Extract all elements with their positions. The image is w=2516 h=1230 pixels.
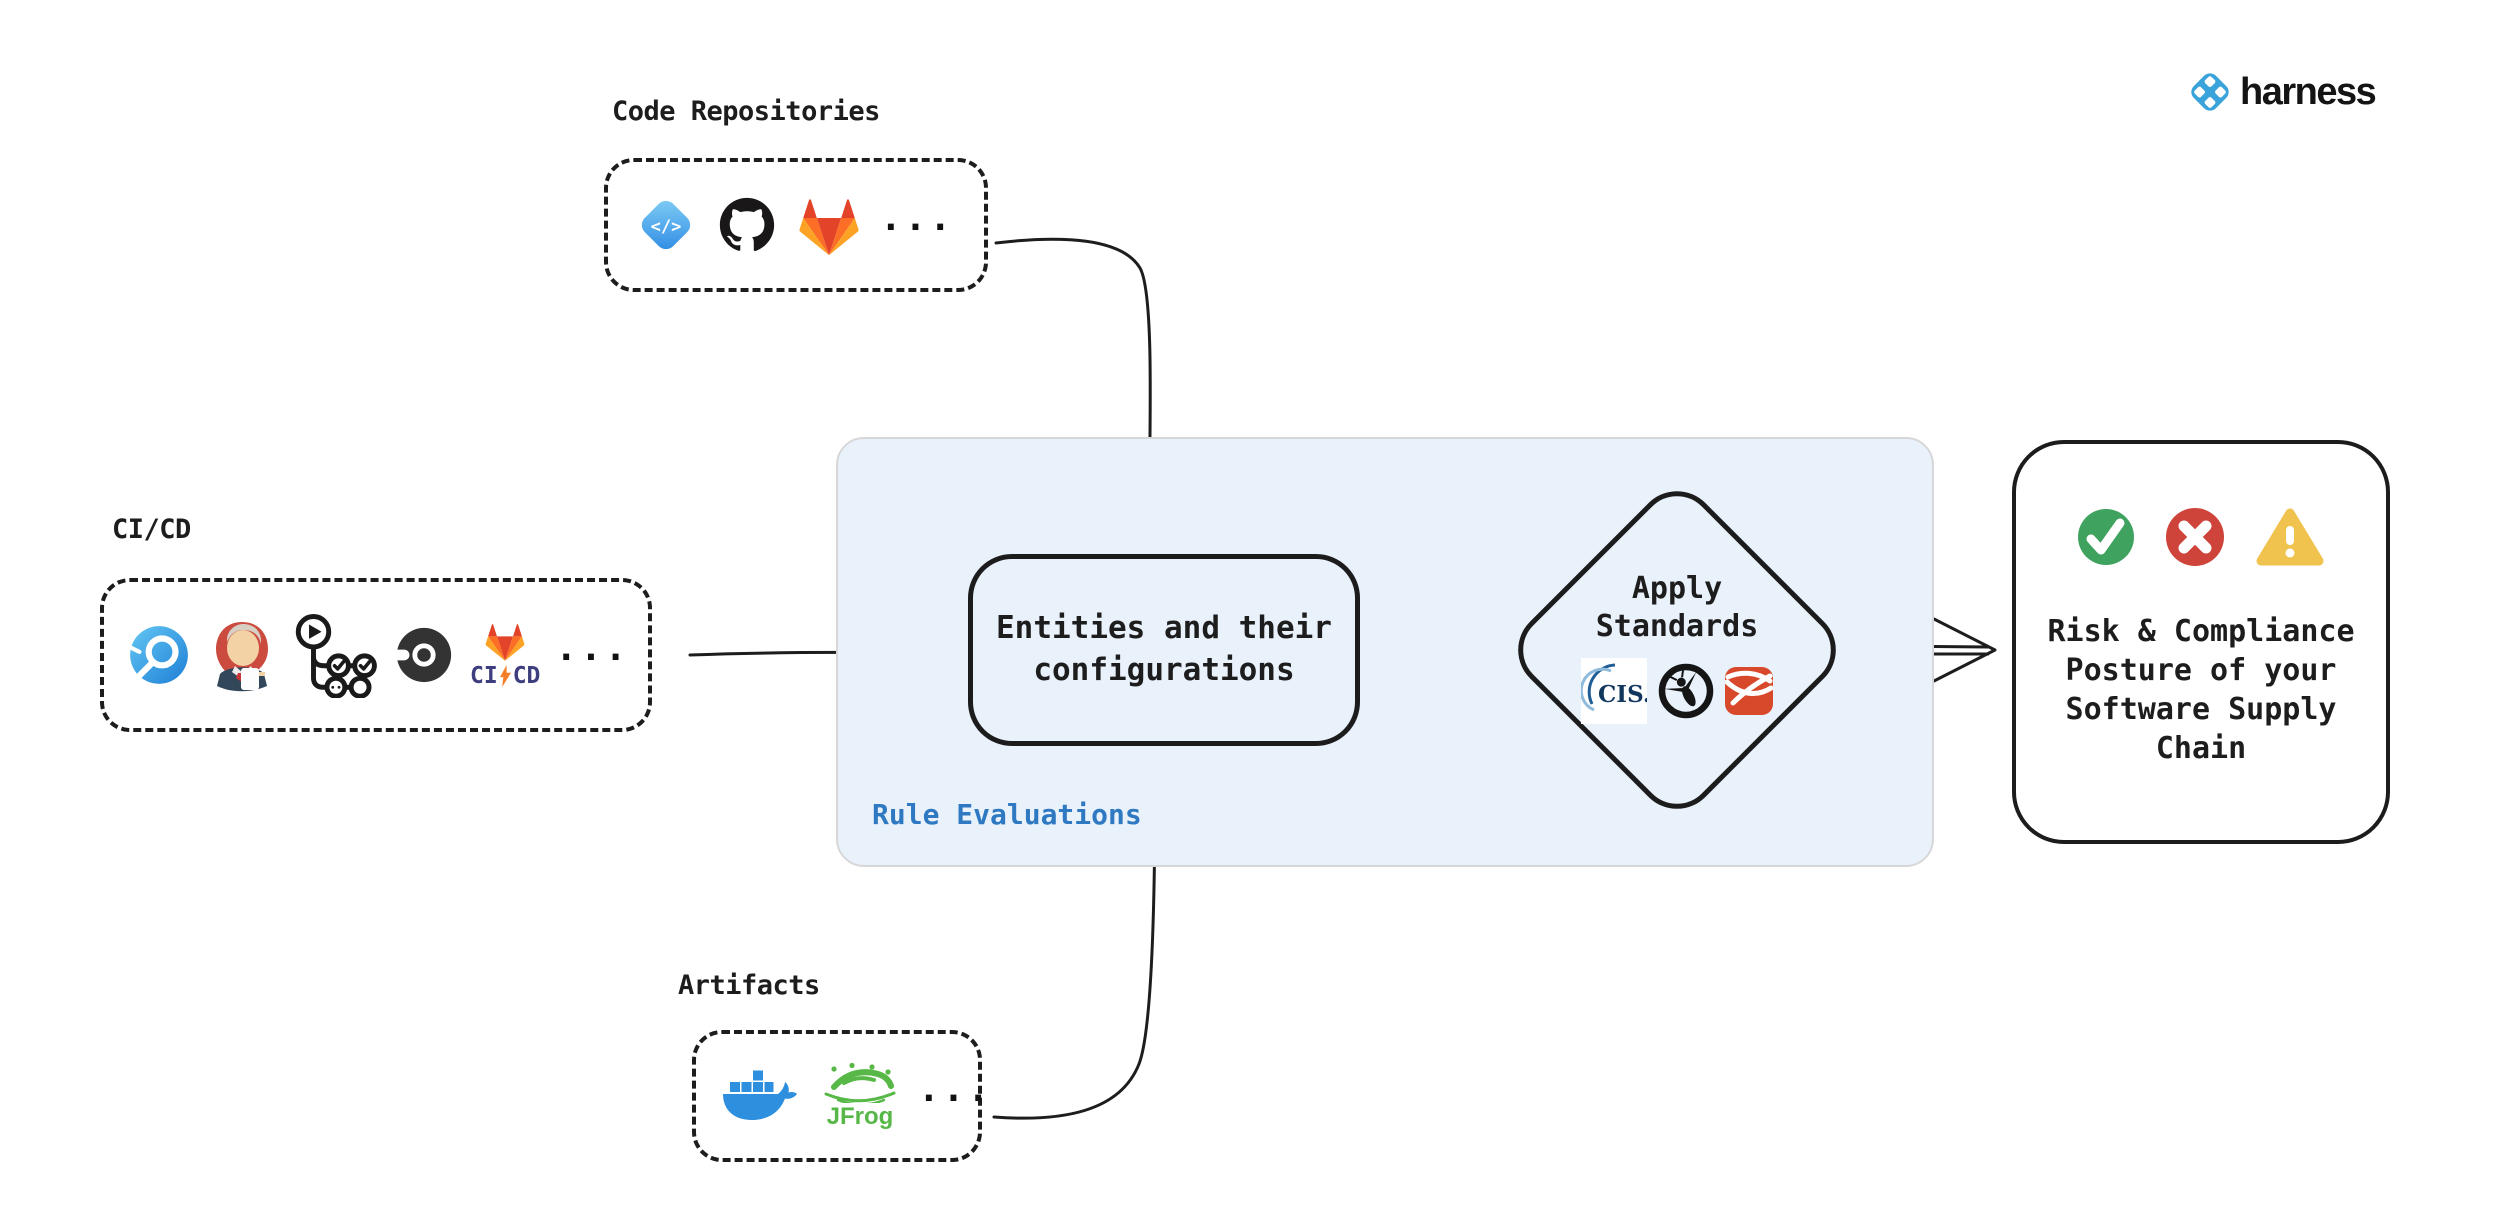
cicd-box: CI CD ...	[100, 578, 652, 732]
harness-ci-icon	[129, 626, 188, 684]
jfrog-wordmark: JFrog	[827, 1103, 894, 1129]
rule-evaluations-label: Rule Evaluations	[872, 798, 1142, 831]
cicd-cd-text: CD	[512, 663, 541, 689]
harness-mark-icon	[2191, 73, 2229, 111]
apply-standards-label: Apply Standards	[1595, 571, 1759, 644]
red-standard-icon	[1725, 667, 1773, 715]
harness-logo: harness	[2186, 68, 2377, 116]
harness-code-icon: </>	[641, 200, 691, 250]
gitlab-tanuki-icon	[485, 624, 525, 661]
entities-node: Entities and their configurations	[968, 554, 1360, 746]
circleci-icon	[393, 627, 452, 683]
cis-text: CIS.	[1598, 681, 1647, 708]
code-repositories-label: Code Repositories	[612, 96, 880, 127]
gitlab-icon	[799, 199, 859, 256]
more-artifacts-ellipsis: ...	[918, 1069, 993, 1110]
github-actions-icon	[295, 614, 377, 698]
lightning-icon	[499, 665, 511, 687]
harness-wordmark: harness	[2240, 70, 2377, 113]
more-cicd-ellipsis: ...	[555, 628, 630, 669]
cicd-icons: CI CD ...	[126, 612, 629, 698]
artifacts-label: Artifacts	[678, 970, 820, 1001]
code-glyph: </>	[651, 217, 682, 237]
docker-icon	[723, 1070, 797, 1120]
owasp-icon	[1658, 663, 1714, 719]
rule-evaluations-container	[836, 437, 1934, 867]
artifacts-box: JFrog ...	[692, 1030, 989, 1162]
github-icon	[719, 197, 775, 252]
outcome-status-icons	[2077, 506, 2325, 568]
jfrog-icon: JFrog	[816, 1063, 904, 1129]
apply-standards-icons: CIS.	[1527, 658, 1827, 724]
jfrog-splash-icon	[824, 1063, 896, 1103]
gitlab-cicd-icon: CI CD	[470, 621, 540, 689]
jfrog-text: JFrog	[827, 1103, 894, 1129]
warning-triangle-icon	[2256, 508, 2324, 566]
cicd-label: CI/CD	[112, 514, 191, 545]
cicd-wordrow: CI CD	[470, 663, 540, 689]
code-repositories-icons: </> ...	[634, 193, 954, 257]
more-repos-ellipsis: ...	[880, 198, 955, 239]
pass-check-icon	[2078, 509, 2134, 565]
cis-icon: CIS.	[1581, 658, 1647, 724]
code-repositories-box: </> ...	[604, 158, 988, 292]
outcome-label: Risk & Compliance Posture of your Softwa…	[2047, 614, 2355, 766]
outcome-node: Risk & Compliance Posture of your Softwa…	[2012, 440, 2390, 844]
artifacts-icons: JFrog ...	[718, 1063, 992, 1129]
jenkins-icon	[216, 622, 268, 692]
fail-cross-icon	[2166, 508, 2224, 566]
cicd-ci-text: CI	[470, 663, 498, 689]
